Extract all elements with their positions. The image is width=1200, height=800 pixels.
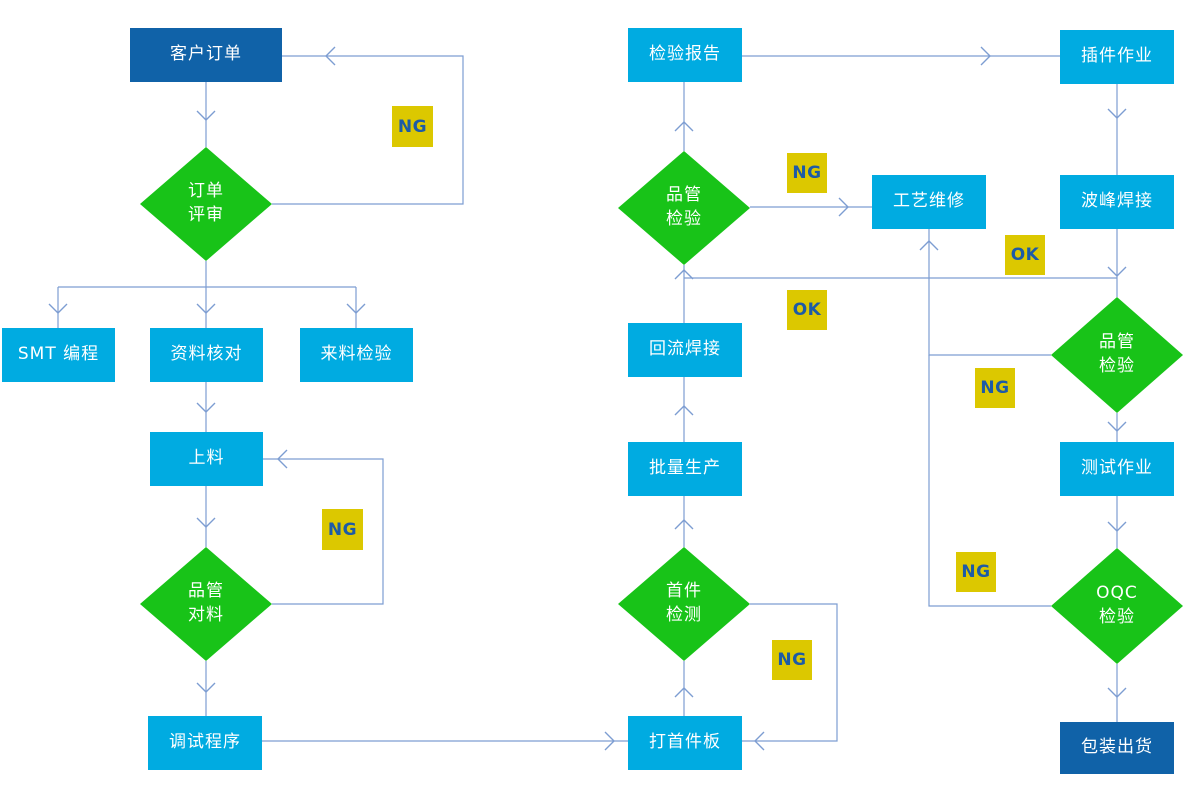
arrowhead-left-icon: [325, 46, 336, 66]
edge-label-ng-2: NG: [787, 153, 827, 193]
arrowhead-down-icon: [196, 682, 216, 693]
node-packing-shipping: 包装出货: [1060, 722, 1174, 774]
arrowhead-down-icon: [196, 303, 216, 314]
node-smt-programming: SMT 编程: [2, 328, 115, 382]
arrowhead-down-icon: [346, 303, 366, 314]
flow-edge-order-review-to-customer-order: [272, 55, 464, 205]
arrowhead-down-icon: [48, 303, 68, 314]
node-wave-soldering: 波峰焊接: [1060, 175, 1174, 229]
node-incoming-inspection: 来料检验: [300, 328, 413, 382]
node-process-repair: 工艺维修: [872, 175, 986, 229]
node-testing: 测试作业: [1060, 442, 1174, 496]
edge-label-ng-1: NG: [322, 509, 363, 550]
node-data-check: 资料核对: [150, 328, 263, 382]
edge-label-ng-6: NG: [956, 552, 996, 592]
arrowhead-up-icon: [674, 519, 694, 530]
arrowhead-up-icon: [919, 240, 939, 251]
node-debug-program: 调试程序: [148, 716, 262, 770]
node-inspection-report: 检验报告: [628, 28, 742, 82]
node-component-insertion: 插件作业: [1060, 30, 1174, 84]
flow-edge-oqc-inspection-to-process-repair: [928, 355, 1051, 607]
arrowhead-down-icon: [1107, 521, 1127, 532]
node-reflow-soldering: 回流焊接: [628, 323, 742, 377]
arrowhead-up-icon: [674, 687, 694, 698]
arrowhead-down-icon: [196, 517, 216, 528]
arrowhead-left-icon: [754, 731, 765, 751]
arrowhead-up-icon: [674, 121, 694, 132]
arrowhead-down-icon: [196, 402, 216, 413]
node-mass-production: 批量生产: [628, 442, 742, 496]
arrowhead-left-icon: [277, 449, 288, 469]
edge-label-ng-0: NG: [392, 106, 433, 147]
arrowhead-right-icon: [980, 46, 991, 66]
arrowhead-down-icon: [196, 110, 216, 121]
arrowhead-down-icon: [1107, 108, 1127, 119]
flow-edge-qc-material-check-to-loading: [263, 458, 384, 605]
edge-label-ok-4: OK: [1005, 235, 1045, 275]
edge-label-ng-7: NG: [772, 640, 812, 680]
node-customer-order: 客户订单: [130, 28, 282, 82]
edge-label-ng-5: NG: [975, 368, 1015, 408]
flow-edge-first-article-inspection-to-first-article-board: [742, 603, 838, 742]
arrowhead-down-icon: [1107, 421, 1127, 432]
arrowhead-down-icon: [1107, 687, 1127, 698]
arrowhead-up-icon: [674, 269, 694, 280]
node-first-article-board: 打首件板: [628, 716, 742, 770]
edge-label-ok-3: OK: [787, 290, 827, 330]
node-loading: 上料: [150, 432, 263, 486]
arrowhead-right-icon: [838, 197, 849, 217]
arrowhead-down-icon: [1107, 266, 1127, 277]
arrowhead-right-icon: [604, 731, 615, 751]
arrowhead-up-icon: [674, 405, 694, 416]
